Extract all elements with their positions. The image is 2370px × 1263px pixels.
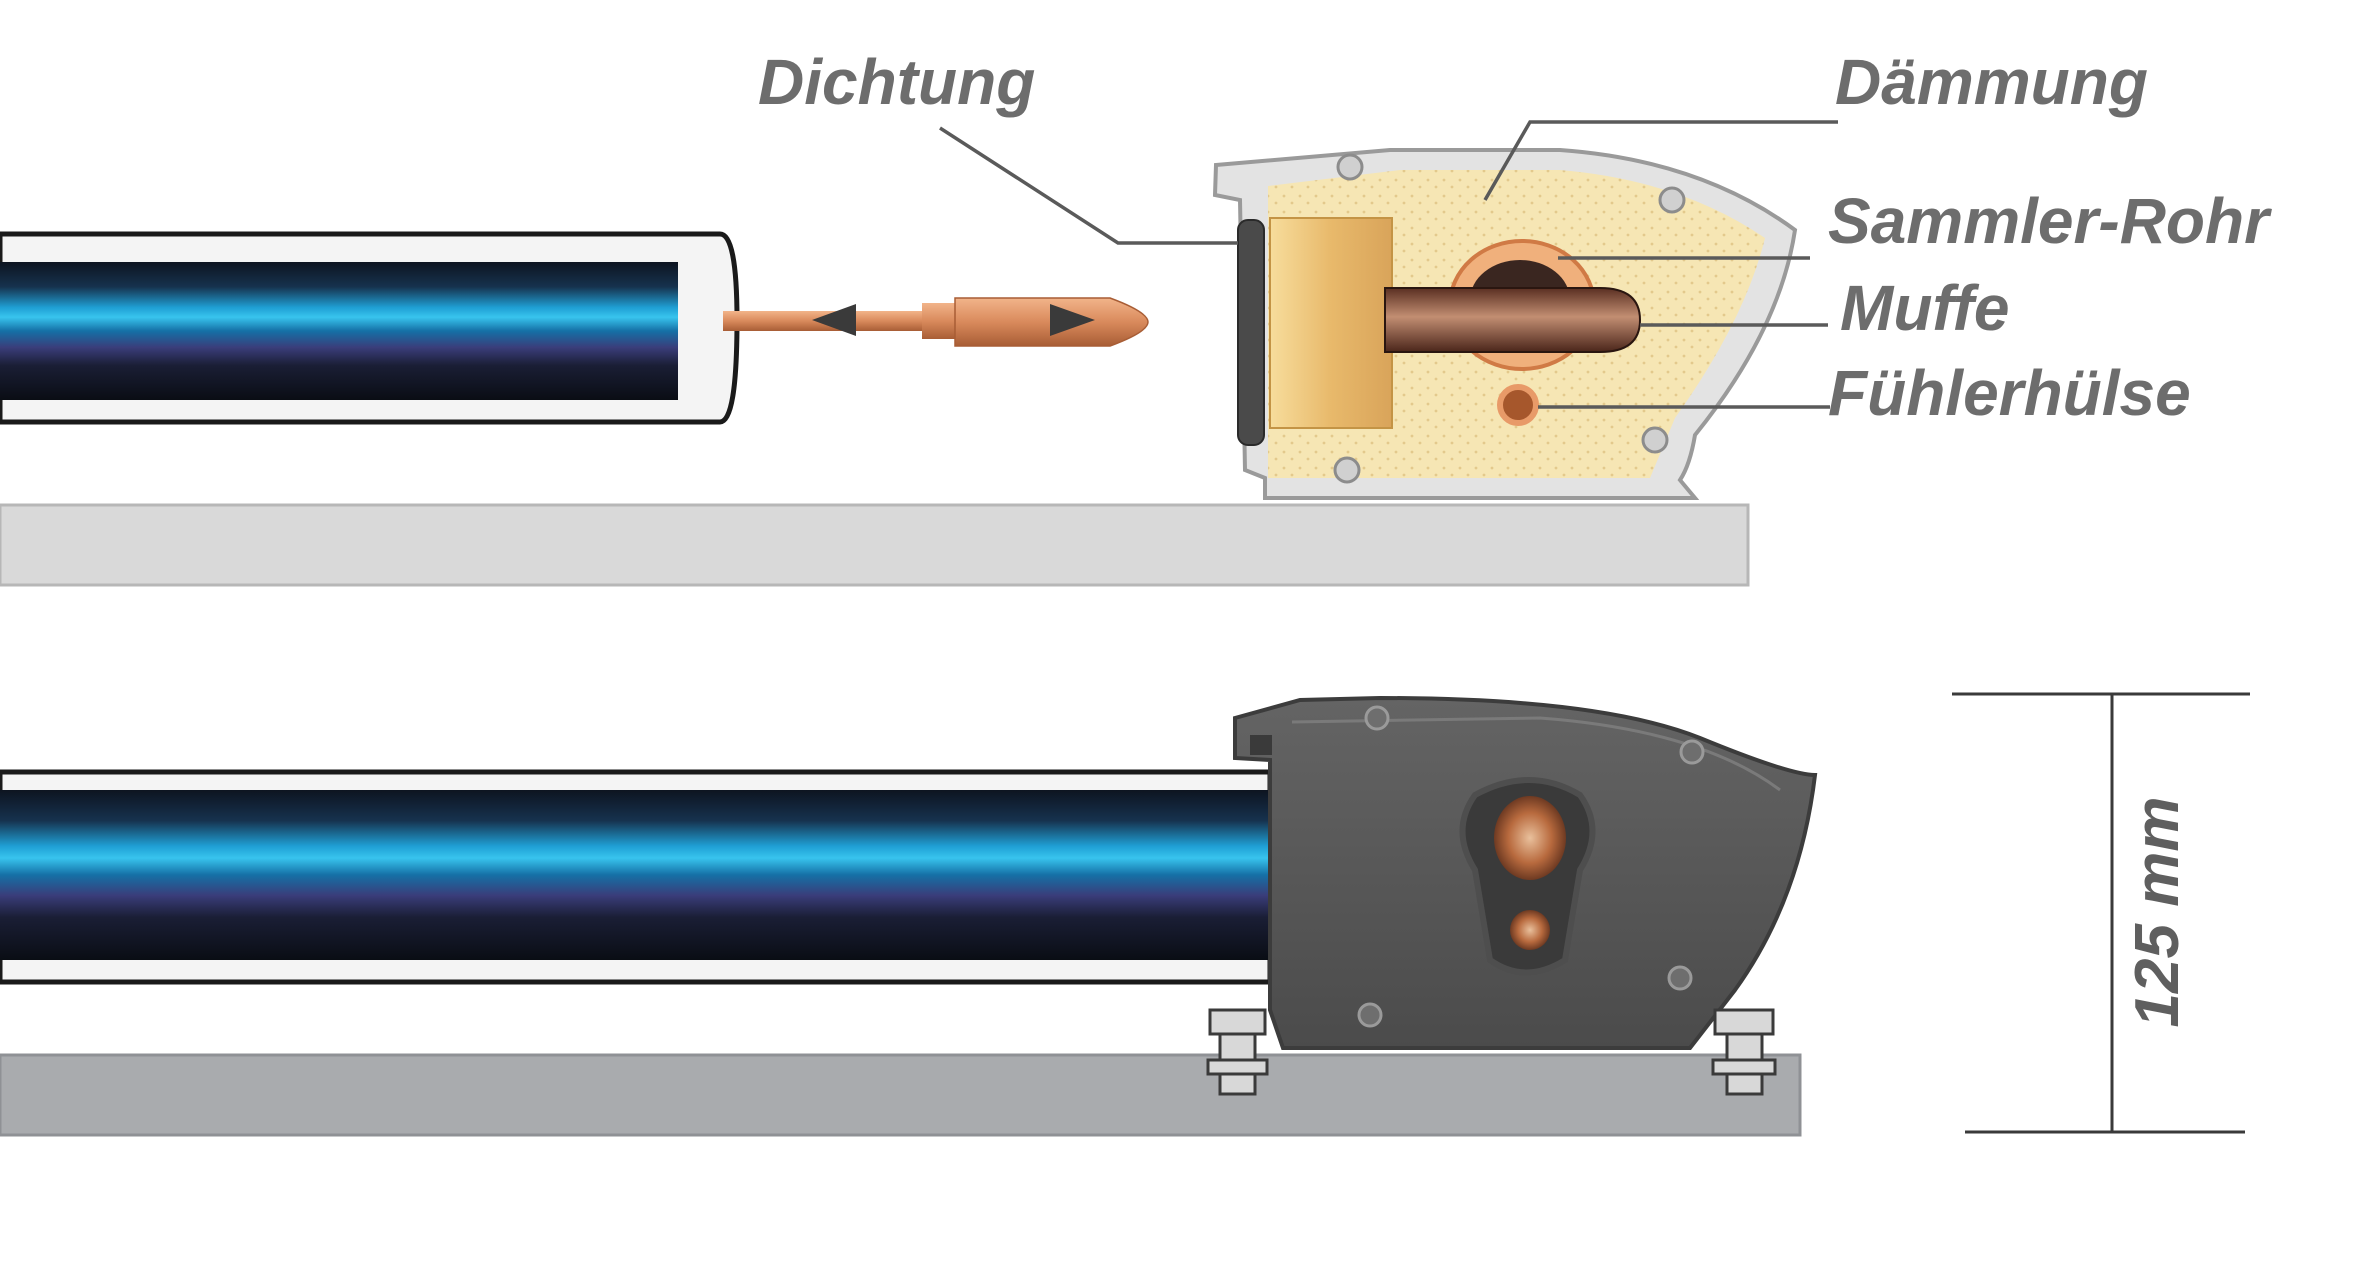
bottom-header-housing bbox=[1233, 695, 1818, 1050]
top-mounting-rail bbox=[0, 503, 1750, 587]
sensor-well bbox=[1497, 384, 1539, 426]
label-insulation: Dämmung bbox=[1835, 46, 2148, 118]
collector-pipe bbox=[1384, 287, 1642, 353]
top-vacuum-tube bbox=[0, 231, 740, 425]
bottom-vacuum-tube bbox=[0, 769, 1273, 985]
seal-ring bbox=[1237, 219, 1265, 446]
leader-lines bbox=[939, 120, 1838, 409]
mounting-bolt-icon bbox=[1206, 1008, 1777, 1096]
label-header-pipe: Sammler-Rohr bbox=[1828, 185, 2272, 257]
label-sensor-well: Fühlerhülse bbox=[1828, 357, 2191, 429]
height-dimension: 125 mm bbox=[1952, 692, 2250, 1134]
screw-icon bbox=[1357, 705, 1705, 1028]
sleeve-block bbox=[1269, 217, 1393, 429]
bottom-pipe-port bbox=[1459, 777, 1596, 976]
label-seal: Dichtung bbox=[758, 46, 1035, 118]
top-header-housing bbox=[1212, 148, 1798, 500]
height-dimension-label: 125 mm bbox=[2123, 797, 2192, 1028]
bottom-mounting-rail bbox=[0, 1053, 1802, 1137]
label-sleeve: Muffe bbox=[1840, 272, 2009, 344]
screw-icon bbox=[1333, 153, 1686, 484]
left-right-arrow-icon bbox=[812, 304, 1095, 336]
